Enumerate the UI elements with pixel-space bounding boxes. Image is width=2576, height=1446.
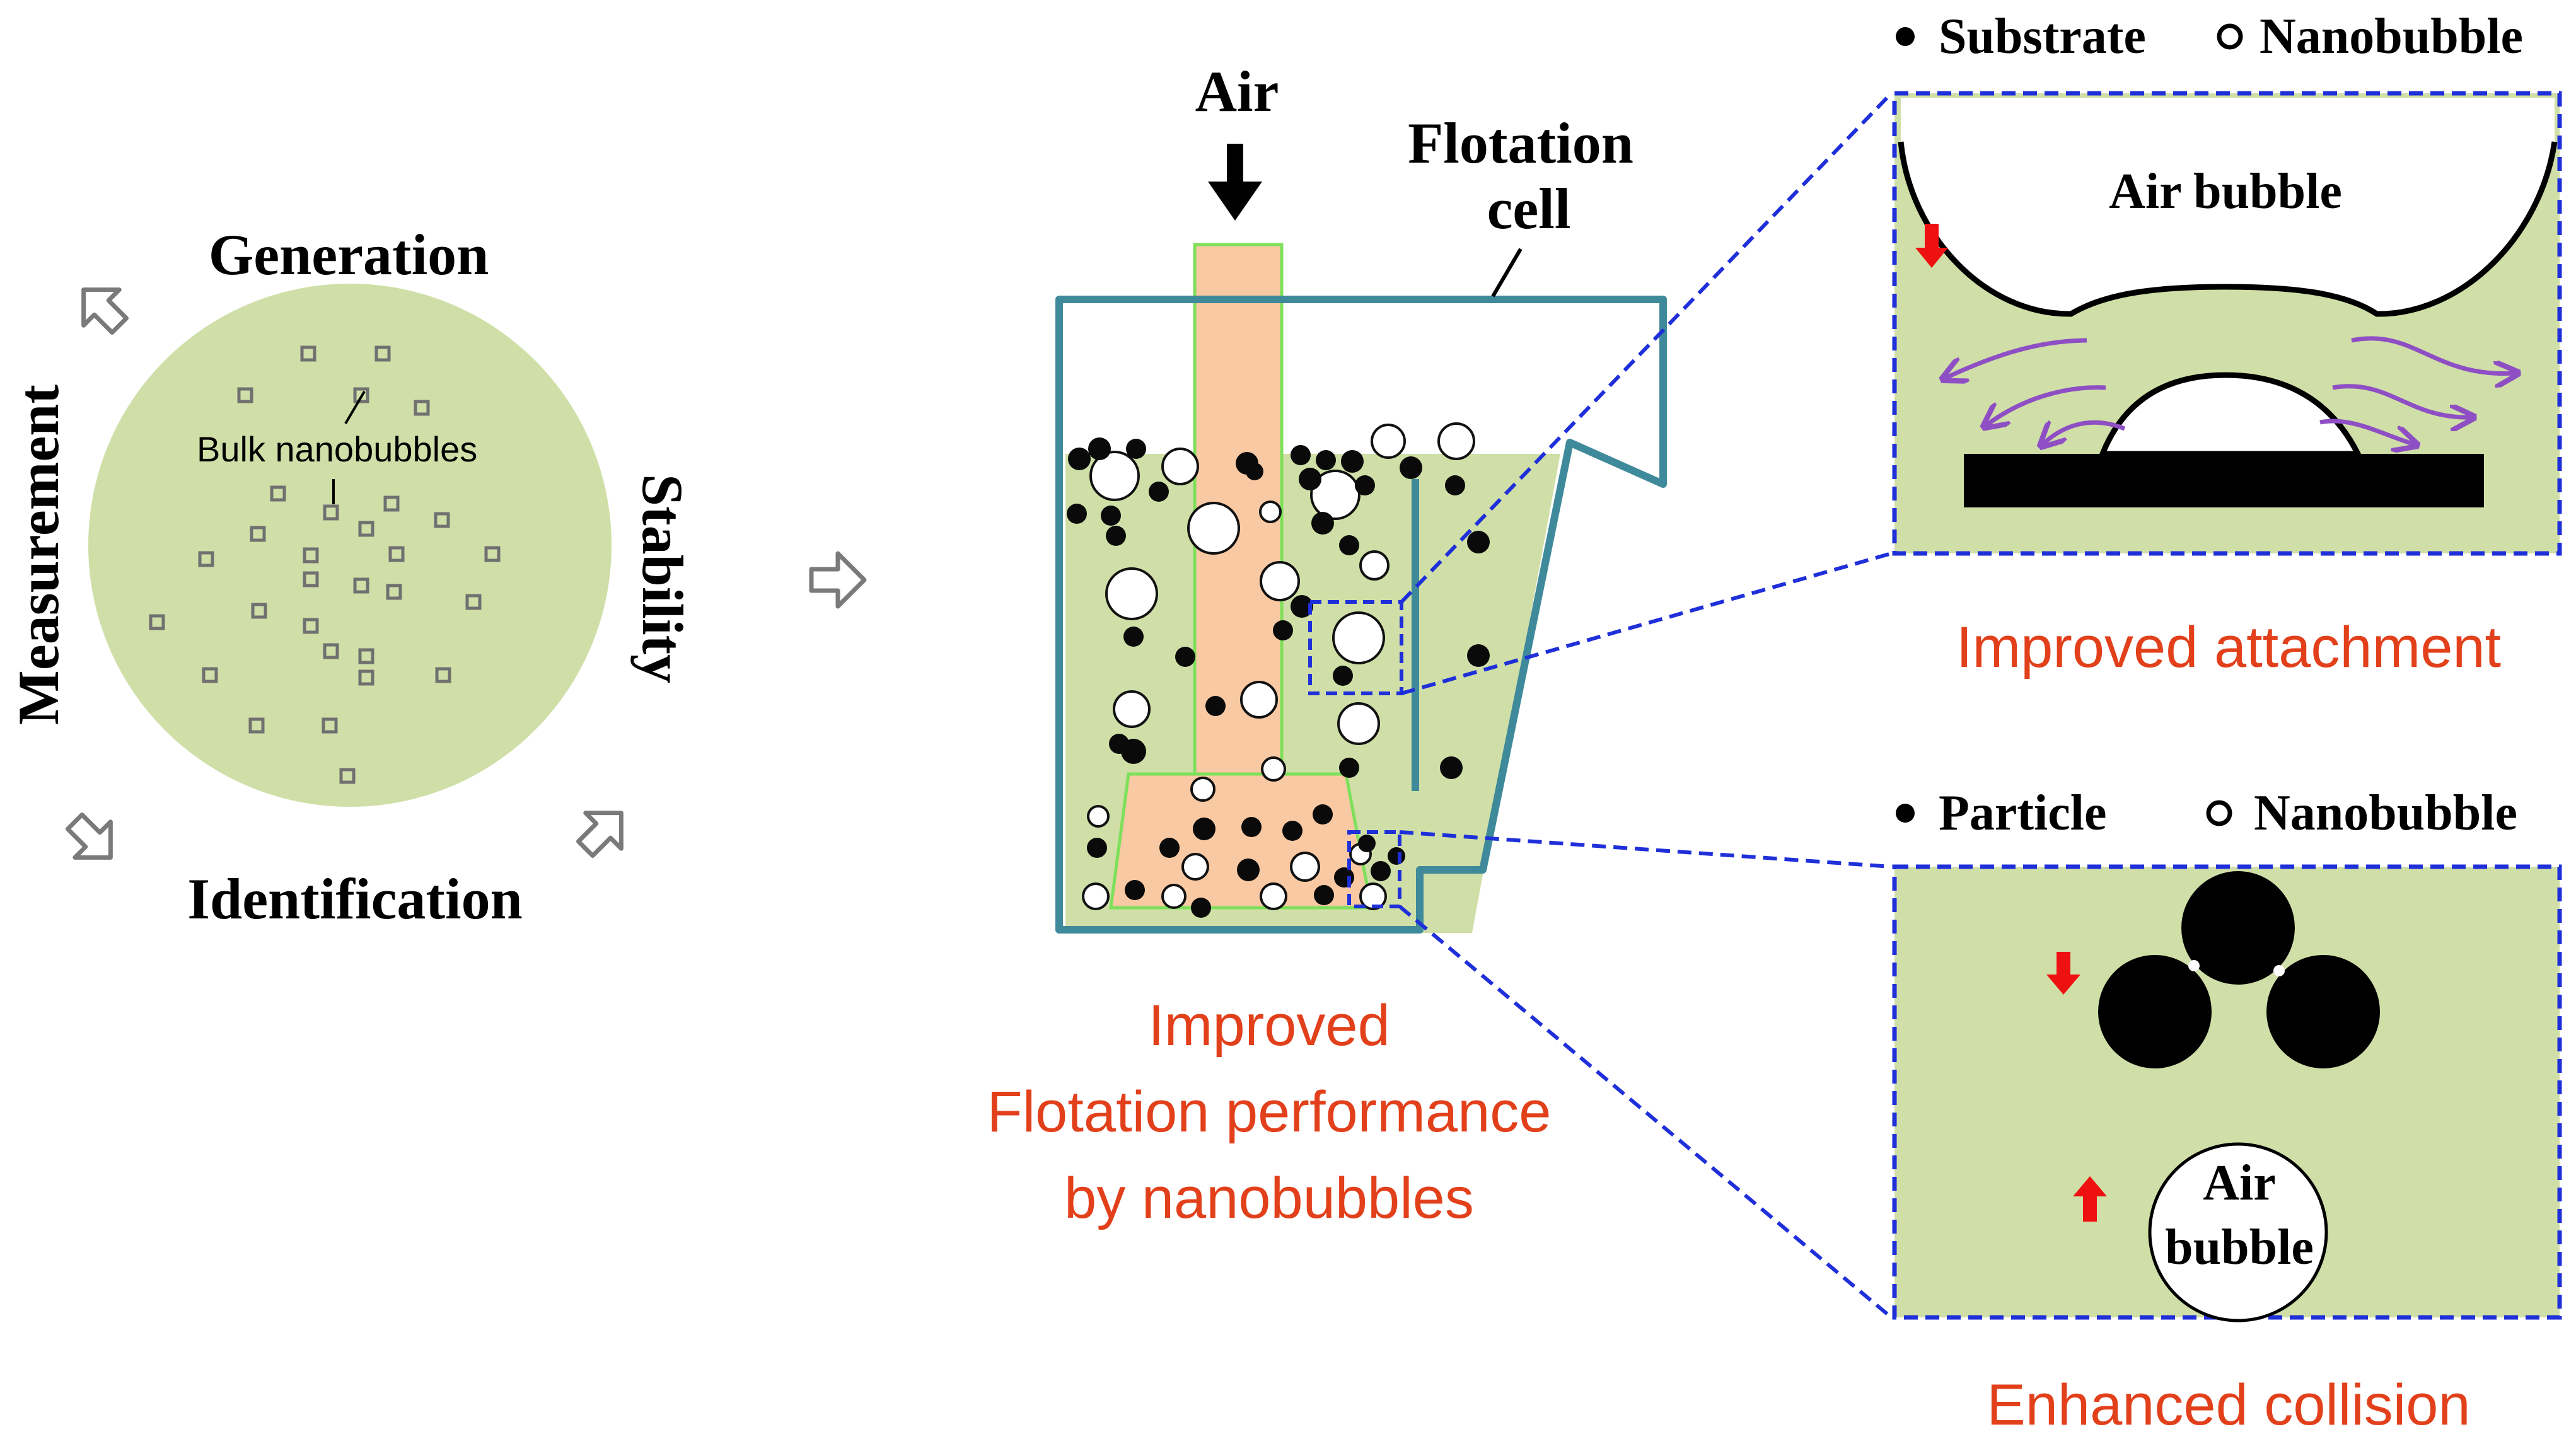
air-sparger (1109, 772, 1374, 910)
cell-caption-line3: by nanobubbles (1064, 1166, 1474, 1230)
nanobubble-particles (1067, 422, 1490, 918)
flow-arrows (1945, 336, 2515, 444)
air-bubble-label: Air bubble (2109, 164, 2342, 219)
legend-particle: Particle (1896, 785, 2106, 841)
legend-substrate-dot (1896, 27, 1915, 46)
generation-label: Generation (209, 223, 489, 287)
collision-up-arrow (2073, 1176, 2107, 1222)
particle-left (2098, 955, 2212, 1068)
bulk-leader-top (344, 390, 366, 425)
legend-nanobubble-bottom: Nanobubble (2206, 785, 2517, 841)
legend-nanobubble-top: Nanobubble (2217, 9, 2523, 64)
collision-down-arrow (2046, 952, 2080, 995)
zoom-connectors (1398, 91, 1893, 1319)
air-label: Air (1195, 59, 1279, 124)
attachment-panel: Air bubble Substrate Nanobubble Improved… (1892, 9, 2562, 680)
flotation-cell-panel: Air Flotation cell Improved Flotation pe… (987, 59, 1667, 1230)
attachment-down-arrow (1915, 224, 1948, 268)
bulk-nanobubble-panel: Bulk nanobubbles Generation Identificati… (6, 223, 867, 931)
flotation-cell-leader (1491, 248, 1523, 298)
stability-label: Stability (630, 474, 695, 683)
air-bubble-collision-line1: Air (2203, 1155, 2276, 1211)
flow-arrow-to-cell (809, 551, 867, 609)
air-bubble-collision-line2: bubble (2165, 1220, 2314, 1275)
legend-particle-label: Particle (1939, 785, 2106, 841)
cycle-arrow-bottom-right (576, 811, 624, 859)
cell-caption-line2: Flotation performance (987, 1080, 1552, 1144)
measurement-label: Measurement (6, 385, 71, 725)
legend-nanobubble-bottom-dot (2206, 800, 2232, 826)
bridging-nanobubble-left (2188, 960, 2200, 971)
cell-caption-line1: Improved (1148, 993, 1390, 1058)
attachment-caption: Improved attachment (1956, 615, 2501, 680)
zoom-box-collision (1347, 830, 1401, 908)
legend-nanobubble-bottom-label: Nanobubble (2254, 785, 2517, 841)
particle-cluster (2098, 871, 2380, 1068)
legend-particle-dot (1896, 804, 1915, 823)
flotation-cell-label-line2: cell (1487, 176, 1571, 241)
air-bubble-collision (2148, 1142, 2328, 1322)
substrate-bar (1964, 454, 2484, 507)
air-bubble-outline (1898, 141, 2558, 317)
bulk-nanobubbles-label: Bulk nanobubbles (197, 429, 477, 469)
cell-outline (1055, 296, 1667, 934)
legend-nanobubble-top-dot (2217, 23, 2243, 50)
air-down-arrow (1208, 144, 1262, 221)
zoom-box-attachment (1308, 600, 1403, 695)
legend-substrate-label: Substrate (1939, 9, 2146, 64)
flotation-cell-label-line1: Flotation (1408, 111, 1633, 175)
cycle-arrows (65, 287, 624, 860)
legend-nanobubble-top-label: Nanobubble (2260, 9, 2523, 64)
surface-nanobubble (2098, 372, 2363, 457)
collision-caption: Enhanced collision (1987, 1373, 2470, 1437)
bulk-nanobubble-squares (149, 345, 501, 784)
legend-substrate: Substrate (1896, 9, 2146, 64)
bulk-liquid-circle (88, 284, 612, 807)
particle-right (2266, 955, 2380, 1068)
air-bubble-white-region (1901, 98, 2555, 315)
identification-label: Identification (187, 867, 523, 931)
particle-top (2181, 871, 2295, 985)
collision-panel: Air bubble Particle Nanobubble Enhanced … (1892, 785, 2562, 1437)
cycle-arrow-bottom-left (65, 812, 113, 860)
bridging-nanobubble-right (2273, 965, 2285, 976)
cycle-arrow-top-left (81, 287, 129, 335)
